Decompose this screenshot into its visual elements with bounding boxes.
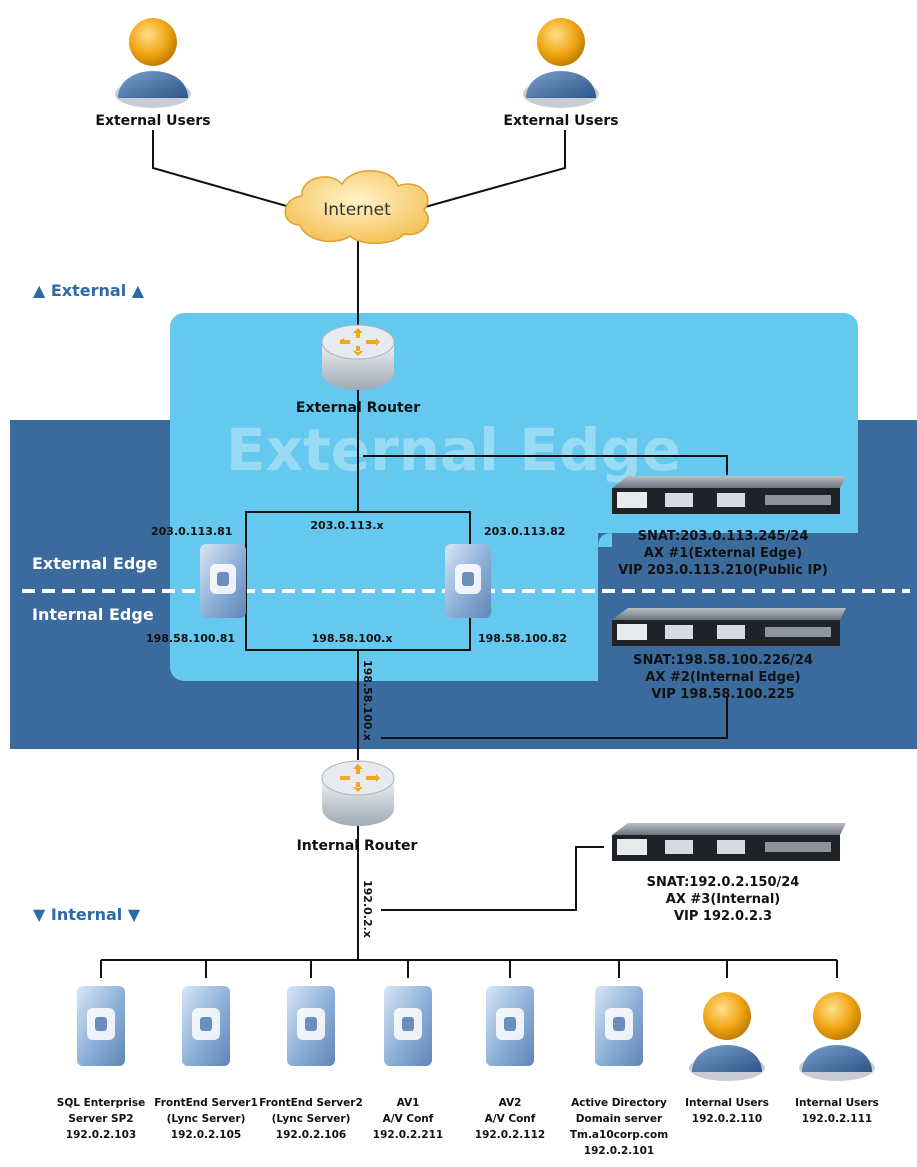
ax-device-1	[612, 476, 846, 514]
node-frontend-1: FrontEnd Server1 (Lync Server) 192.0.2.1…	[154, 986, 258, 1141]
node-label: (Lync Server)	[167, 1113, 246, 1125]
ax-device-2-text: SNAT:198.58.100.226/24 AX #2(Internal Ed…	[633, 653, 813, 702]
node-active-directory: Active Directory Domain server Tm.a10cor…	[570, 986, 668, 1157]
node-label: A/V Conf	[485, 1113, 536, 1125]
node-av1: AV1 A/V Conf 192.0.2.211	[373, 986, 443, 1141]
ax1-line-3: VIP 203.0.113.210(Public IP)	[618, 563, 828, 578]
node-label: Active Directory	[571, 1097, 667, 1109]
user-head	[813, 992, 861, 1040]
adc-left-bottom-ip: 198.58.100.81	[146, 632, 235, 645]
external-router-label: External Router	[296, 400, 420, 416]
node-label: Server SP2	[68, 1113, 133, 1125]
node-label: AV2	[499, 1097, 522, 1109]
node-ip: 192.0.2.101	[584, 1145, 654, 1157]
user-head	[537, 18, 585, 66]
external-user-left: External Users	[95, 18, 211, 129]
adc-right-bottom-ip: 198.58.100.82	[478, 632, 567, 645]
ax-device-3-text: SNAT:192.0.2.150/24 AX #3(Internal) VIP …	[647, 875, 800, 924]
node-label: SQL Enterprise	[57, 1097, 145, 1109]
subnet-vertical: 198.58.100.x	[361, 660, 374, 741]
server-icon	[217, 572, 229, 586]
node-sql-server: SQL Enterprise Server SP2 192.0.2.103	[57, 986, 145, 1141]
external-user-right: External Users	[503, 18, 619, 129]
notch-corner	[598, 533, 612, 547]
ax-device-2	[612, 608, 846, 646]
server-icon	[462, 572, 474, 586]
node-internal-users-1: Internal Users 192.0.2.110	[685, 992, 769, 1125]
subnet-bottom: 198.58.100.x	[312, 632, 393, 645]
node-label: FrontEnd Server2	[259, 1097, 363, 1109]
node-label: AV1	[397, 1097, 420, 1109]
ax-device-3	[612, 823, 846, 861]
user-body	[692, 1045, 762, 1072]
node-av2: AV2 A/V Conf 192.0.2.112	[475, 986, 545, 1141]
node-ip: 192.0.2.105	[171, 1129, 241, 1141]
node-ip: 192.0.2.211	[373, 1129, 443, 1141]
user-head	[703, 992, 751, 1040]
node-label: A/V Conf	[383, 1113, 434, 1125]
bottom-nodes: SQL Enterprise Server SP2 192.0.2.103 Fr…	[57, 986, 879, 1157]
internal-edge-label: Internal Edge	[32, 605, 154, 624]
adc-right-top-ip: 203.0.113.82	[484, 525, 565, 538]
router-icon	[321, 760, 395, 796]
external-users-label: External Users	[95, 113, 210, 129]
router-icon	[321, 324, 395, 360]
external-zone-label: ▲ External ▲	[33, 281, 145, 300]
ax2-line-1: SNAT:198.58.100.226/24	[633, 653, 813, 668]
server-icon	[613, 1017, 625, 1031]
internet-label: Internet	[323, 200, 391, 220]
adc-left-top-ip: 203.0.113.81	[151, 525, 232, 538]
node-ip: 192.0.2.106	[276, 1129, 346, 1141]
ax-device-1-text: SNAT:203.0.113.245/24 AX #1(External Edg…	[618, 529, 828, 578]
connection-lines	[100, 130, 838, 978]
node-label: FrontEnd Server1	[154, 1097, 258, 1109]
server-icon	[95, 1017, 107, 1031]
ax3-line-2: AX #3(Internal)	[666, 892, 780, 907]
adc-right	[445, 544, 491, 618]
node-ip: 192.0.2.112	[475, 1129, 545, 1141]
node-label: Internal Users	[685, 1097, 769, 1109]
user-body	[802, 1045, 872, 1072]
subnet-top: 203.0.113.x	[310, 519, 383, 532]
user-body	[526, 71, 596, 98]
cloud-icon	[284, 170, 429, 244]
server-icon	[305, 1017, 317, 1031]
external-edge-label: External Edge	[32, 554, 158, 573]
node-internal-users-2: Internal Users 192.0.2.111	[795, 992, 879, 1125]
node-label: (Lync Server)	[272, 1113, 351, 1125]
internal-router: Internal Router	[297, 760, 418, 854]
ax2-line-2: AX #2(Internal Edge)	[645, 670, 800, 685]
node-ip: 192.0.2.103	[66, 1129, 136, 1141]
watermark-text: External Edge	[226, 416, 681, 484]
external-users-label: External Users	[503, 113, 618, 129]
server-icon	[200, 1017, 212, 1031]
ax2-line-3: VIP 198.58.100.225	[651, 687, 794, 702]
ax3-line-3: VIP 192.0.2.3	[674, 909, 772, 924]
internet-cloud: Internet	[284, 170, 429, 244]
user-head	[129, 18, 177, 66]
external-router: External Router	[296, 324, 420, 416]
node-label: Tm.a10corp.com	[570, 1129, 668, 1141]
internal-zone-label: ▼ Internal ▼	[33, 905, 141, 924]
adc-left	[200, 544, 246, 618]
server-icon	[504, 1017, 516, 1031]
node-ip: 192.0.2.111	[802, 1113, 872, 1125]
node-label: Internal Users	[795, 1097, 879, 1109]
ax1-line-2: AX #1(External Edge)	[644, 546, 802, 561]
subnet-internal: 192.0.2.x	[361, 880, 374, 938]
server-icon	[402, 1017, 414, 1031]
node-frontend-2: FrontEnd Server2 (Lync Server) 192.0.2.1…	[259, 986, 363, 1141]
user-body	[118, 71, 188, 98]
ax1-line-1: SNAT:203.0.113.245/24	[638, 529, 809, 544]
ax3-line-1: SNAT:192.0.2.150/24	[647, 875, 800, 890]
node-label: Domain server	[576, 1113, 663, 1125]
internal-router-label: Internal Router	[297, 838, 418, 854]
node-ip: 192.0.2.110	[692, 1113, 762, 1125]
